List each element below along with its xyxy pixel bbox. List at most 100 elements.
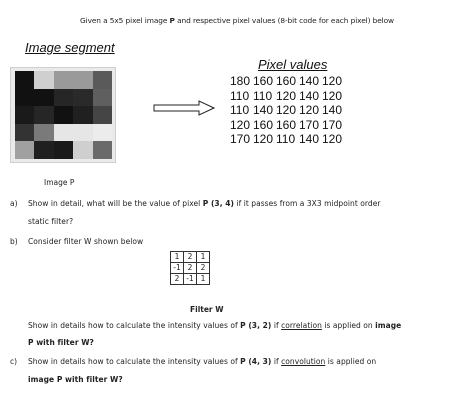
pixel-value: 120 xyxy=(276,88,297,103)
question-c-line2-target: image P with filter W? xyxy=(28,375,123,384)
pixel-cell xyxy=(34,106,54,124)
pixel-cell xyxy=(92,88,112,107)
filter-cell: -1 xyxy=(183,273,197,285)
pixel-cell xyxy=(73,88,93,107)
question-c-line2: image P with filter W? xyxy=(28,375,123,384)
pixel-grid xyxy=(15,71,112,159)
pixel-cell xyxy=(15,123,35,142)
pixel-cell xyxy=(53,123,74,142)
image-segment-heading: Image segment xyxy=(25,40,115,55)
pixel-cell xyxy=(34,88,54,107)
pixel-value: 120 xyxy=(299,103,320,118)
pixel-value: 140 xyxy=(253,103,274,118)
pixel-value: 120 xyxy=(253,132,274,147)
pixel-cell xyxy=(15,141,35,159)
pixel-value: 170 xyxy=(299,117,320,132)
pixel-value: 160 xyxy=(276,74,297,88)
pixel-value: 140 xyxy=(299,132,320,147)
question-c-pixel: P (4, 3) xyxy=(240,357,272,366)
question-b-line2: P with filter W? xyxy=(28,338,94,347)
intro-image-name: P xyxy=(169,16,175,25)
pixel-value: 180 xyxy=(230,74,251,88)
filter-cell: 2 xyxy=(170,273,184,285)
filter-cell: 1 xyxy=(196,273,210,285)
question-a-line1: Show in detail, what will be the value o… xyxy=(28,199,381,208)
question-c-label: c) xyxy=(10,357,18,366)
question-c-mid: if xyxy=(271,357,282,366)
question-b-pixel: P (3, 2) xyxy=(240,321,272,330)
image-caption-text: Image P xyxy=(44,178,75,187)
pixel-cell xyxy=(92,123,112,142)
pixel-cell xyxy=(53,141,74,159)
question-a-line2: static filter? xyxy=(28,217,74,226)
question-b-target: image xyxy=(375,321,402,330)
pixel-value: 160 xyxy=(276,117,297,132)
question-b-line1: Show in details how to calculate the int… xyxy=(28,321,401,330)
pixel-cell xyxy=(15,106,35,124)
pixel-value: 160 xyxy=(253,74,274,88)
pixel-value: 140 xyxy=(299,88,320,103)
question-c-method: convolution xyxy=(281,357,326,366)
pixel-value: 110 xyxy=(230,88,250,103)
question-b-line2-target: P with filter W? xyxy=(28,338,94,347)
filter-cell: 2 xyxy=(183,251,197,263)
pixel-value: 120 xyxy=(276,103,297,118)
pixel-cell xyxy=(34,123,54,142)
question-a-prefix: Show in detail, what will be the value o… xyxy=(28,199,203,208)
pixel-cell xyxy=(73,141,93,159)
pixel-cell xyxy=(53,71,74,89)
filter-cell: 1 xyxy=(196,251,210,263)
question-b-mid: if xyxy=(271,321,282,330)
pixel-value: 140 xyxy=(299,74,320,88)
filter-cell: 2 xyxy=(196,262,210,274)
pixel-value: 170 xyxy=(230,132,251,147)
pixel-cell xyxy=(92,141,112,159)
filter-cell: -1 xyxy=(170,262,184,274)
pixel-cell xyxy=(53,106,74,124)
pixel-value: 160 xyxy=(253,117,274,132)
image-segment xyxy=(10,67,116,163)
pixel-cell xyxy=(92,71,112,89)
question-b-suffix: is applied on xyxy=(321,321,376,330)
pixel-value: 140 xyxy=(322,103,343,118)
right-arrow-icon xyxy=(153,100,215,116)
pixel-cell xyxy=(34,141,54,159)
pixel-value: 120 xyxy=(322,74,343,88)
intro-text: Given a 5x5 pixel image P and respective… xyxy=(0,16,474,25)
filter-caption: Filter W xyxy=(190,305,224,314)
pixel-cell xyxy=(15,71,35,89)
pixel-value: 110 xyxy=(276,132,296,147)
question-a-label: a) xyxy=(10,199,18,208)
question-a-suffix: if it passes from a 3X3 midpoint order xyxy=(234,199,381,208)
filter-cell: 1 xyxy=(170,251,184,263)
pixel-cell xyxy=(34,71,54,89)
pixel-value: 120 xyxy=(322,88,343,103)
pixel-value: 120 xyxy=(322,132,343,147)
question-b-label: b) xyxy=(10,237,18,246)
image-caption: Image P xyxy=(44,178,74,187)
question-b-prefix: Show in details how to calculate the int… xyxy=(28,321,241,330)
question-c-suffix: is applied on xyxy=(325,357,377,366)
pixel-cell xyxy=(73,123,93,142)
question-c-prefix: Show in details how to calculate the int… xyxy=(28,357,241,366)
filter-cell: 2 xyxy=(183,262,197,274)
question-a-pixel: P (3, 4) xyxy=(202,199,235,208)
pixel-value: 110 xyxy=(253,88,273,103)
pixel-values-heading: Pixel values xyxy=(258,57,328,72)
pixel-value: 120 xyxy=(230,117,251,132)
pixel-cell xyxy=(92,106,112,124)
intro-prefix: Given a 5x5 pixel image xyxy=(79,16,170,25)
pixel-value: 110 xyxy=(230,103,250,118)
pixel-cell xyxy=(53,88,74,107)
pixel-cell xyxy=(15,88,35,107)
